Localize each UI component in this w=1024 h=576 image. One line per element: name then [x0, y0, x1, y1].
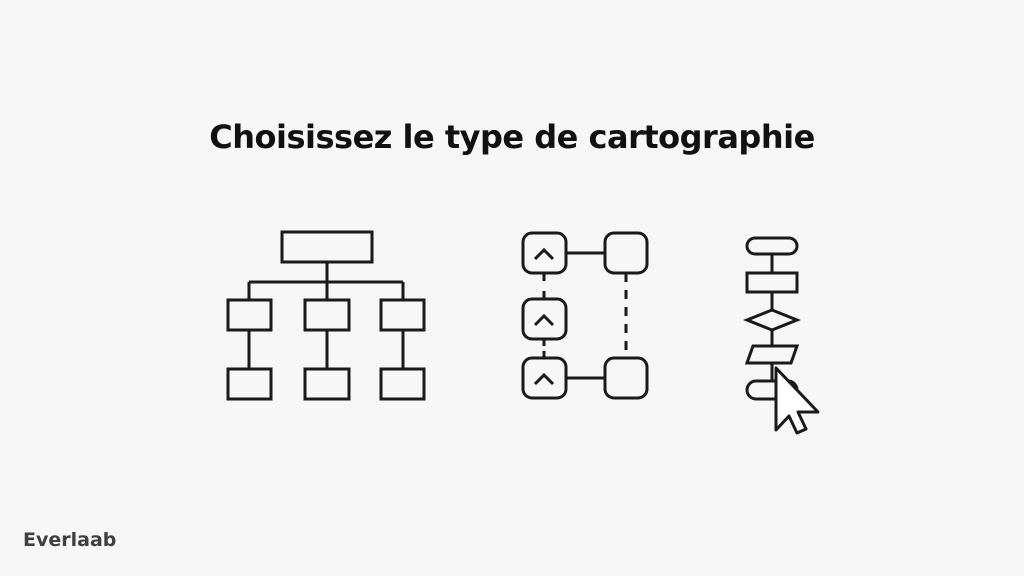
org-chart-leaf-box-left — [226, 367, 273, 401]
org-chart-mid-box-left — [226, 298, 273, 332]
org-chart-mid-box-right — [379, 298, 426, 332]
flowchart-decision-diamond — [742, 308, 802, 332]
process-node-top-right — [603, 231, 649, 275]
org-chart-mid-box-center — [303, 298, 351, 332]
page-title: Choisissez le type de cartographie — [209, 118, 815, 156]
org-chart-root-box — [280, 230, 374, 264]
brand-logo: Everlaab — [23, 529, 117, 551]
process-map-icon — [521, 231, 649, 400]
org-chart-leaf-box-right — [379, 367, 426, 401]
chevron-up-icon — [533, 372, 555, 386]
flowchart-icon — [742, 236, 802, 401]
process-map-option[interactable] — [516, 226, 656, 408]
flowchart-option[interactable] — [738, 230, 828, 440]
chevron-up-icon — [533, 313, 555, 327]
flowchart-terminator-top — [745, 236, 799, 256]
org-chart-icon — [226, 230, 426, 401]
process-node-middle-left — [521, 297, 568, 341]
flowchart-data-parallelogram — [744, 344, 800, 365]
arrow-cursor-icon — [774, 366, 820, 435]
process-node-bottom-left — [521, 356, 568, 400]
org-chart-option[interactable] — [222, 226, 432, 408]
chevron-up-icon — [533, 247, 555, 261]
org-chart-leaf-box-center — [303, 367, 351, 401]
flowchart-process-box — [745, 271, 799, 294]
process-node-bottom-right — [603, 356, 649, 400]
process-node-top-left — [521, 231, 568, 275]
